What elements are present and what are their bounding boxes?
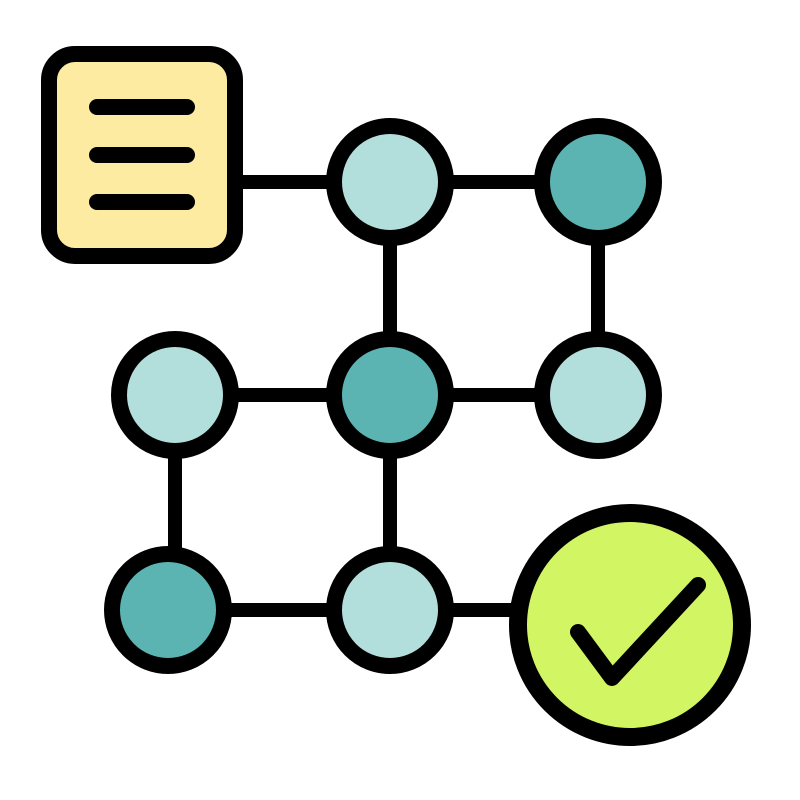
node-n7	[326, 546, 454, 674]
document-lines-icon	[89, 99, 195, 210]
network-nodes	[104, 118, 662, 674]
checkmark-icon	[570, 577, 706, 686]
check-circle	[509, 504, 751, 746]
node-n6	[104, 546, 232, 674]
status-check-badge	[509, 504, 751, 746]
node-n4	[326, 331, 454, 459]
node-n2	[534, 118, 662, 246]
node-n1	[326, 118, 454, 246]
node-n5	[534, 331, 662, 459]
node-n3	[111, 331, 239, 459]
document-icon	[41, 46, 243, 264]
